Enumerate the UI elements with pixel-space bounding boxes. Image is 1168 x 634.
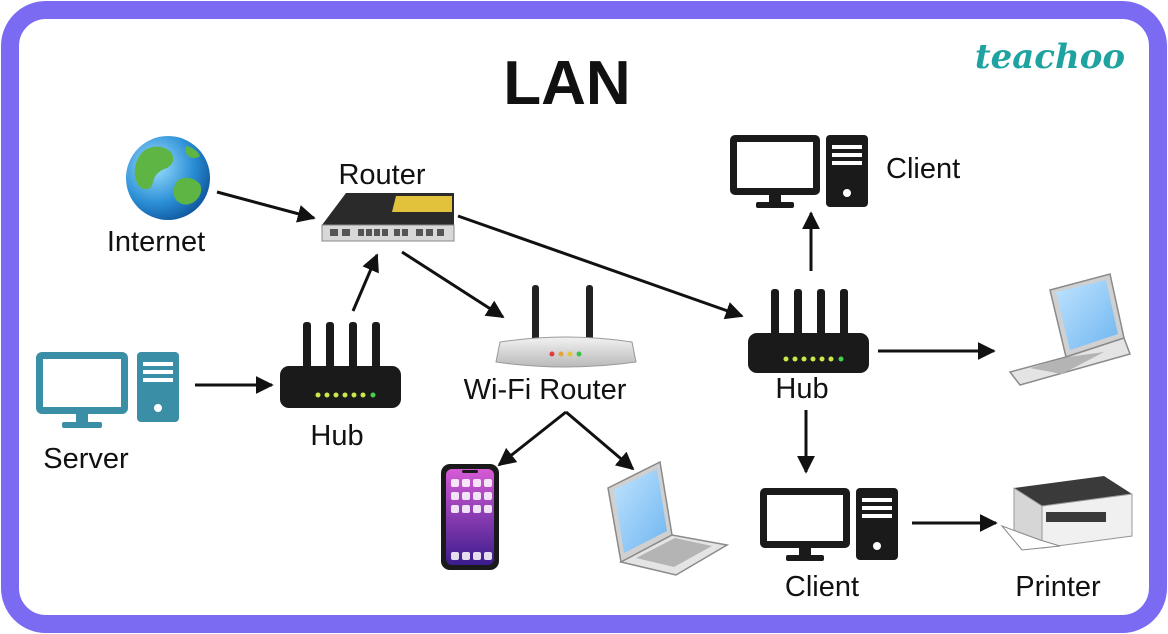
router-label: Router bbox=[338, 159, 425, 191]
internet-label: Internet bbox=[107, 226, 205, 258]
smartphone-icon bbox=[441, 464, 499, 570]
laptop-icon bbox=[607, 460, 730, 576]
globe-icon bbox=[126, 136, 210, 220]
hub-left-label: Hub bbox=[310, 420, 363, 452]
wifi-router-label: Wi-Fi Router bbox=[464, 374, 627, 406]
desktop-computer-icon bbox=[760, 488, 898, 561]
hub-icon bbox=[748, 289, 869, 373]
client-top-label: Client bbox=[886, 153, 960, 185]
rack-router-icon bbox=[321, 193, 455, 242]
server-computer-icon bbox=[36, 352, 179, 428]
hub-icon bbox=[280, 322, 401, 408]
hub-right-label: Hub bbox=[775, 373, 828, 405]
printer-icon bbox=[1000, 476, 1133, 551]
desktop-computer-icon bbox=[730, 135, 868, 208]
arrow-internet-to-router bbox=[216, 190, 316, 223]
client-bottom-label: Client bbox=[785, 571, 859, 603]
arrow-wifi-to-phone bbox=[497, 410, 567, 467]
arrow-router-to-hub bbox=[457, 214, 744, 320]
laptop-icon bbox=[1008, 273, 1131, 386]
printer-label: Printer bbox=[1015, 571, 1101, 603]
diagram-title: LAN bbox=[503, 49, 630, 118]
arrow-router-to-wifi bbox=[401, 250, 505, 319]
connections bbox=[195, 190, 998, 532]
brand-logo: teachoo bbox=[975, 37, 1125, 77]
server-label: Server bbox=[43, 443, 129, 475]
arrow-hub-to-router bbox=[351, 253, 379, 312]
arrow-wifi-to-laptop bbox=[565, 410, 635, 471]
wifi-router-icon bbox=[495, 285, 637, 368]
